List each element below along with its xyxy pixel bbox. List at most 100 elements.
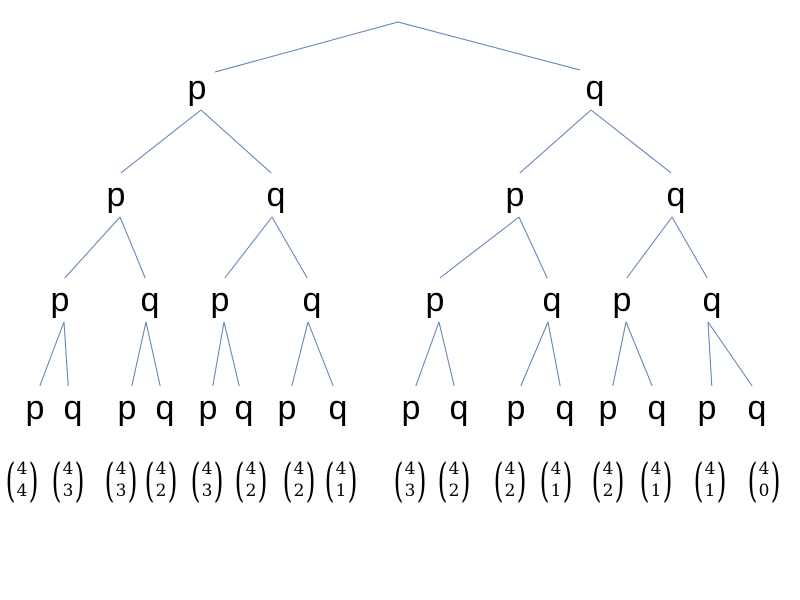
right-paren: ) xyxy=(347,453,358,507)
binomial-k: 1 xyxy=(550,481,562,501)
binomial-k: 1 xyxy=(704,481,716,501)
binomial-n: 4 xyxy=(448,459,460,479)
binomial-n: 4 xyxy=(602,459,614,479)
tree-edge xyxy=(64,216,121,279)
right-paren: ) xyxy=(460,453,471,507)
left-paren: ( xyxy=(51,453,62,507)
left-paren: ( xyxy=(324,453,335,507)
tree-edge xyxy=(212,321,225,387)
binomial-n: 4 xyxy=(16,459,28,479)
tree-node-q: q xyxy=(666,176,686,214)
left-paren: ( xyxy=(104,453,115,507)
tree-edge xyxy=(223,321,240,387)
tree-node-p: p xyxy=(612,281,632,319)
tree-node-p: p xyxy=(117,389,137,427)
right-paren: ) xyxy=(305,453,316,507)
tree-node-p: p xyxy=(506,389,526,427)
binomial-n: 4 xyxy=(62,459,74,479)
tree-node-p: p xyxy=(505,176,525,214)
left-paren: ( xyxy=(693,453,704,507)
right-paren: ) xyxy=(28,453,39,507)
binomial-n: 4 xyxy=(404,459,416,479)
left-paren: ( xyxy=(539,453,550,507)
binomial-n: 4 xyxy=(201,459,213,479)
tree-node-q: q xyxy=(266,176,286,214)
binomial-k: 2 xyxy=(245,481,257,501)
right-paren: ) xyxy=(416,453,427,507)
tree-edge xyxy=(415,321,440,387)
tree-node-p: p xyxy=(425,281,445,319)
tree-edge xyxy=(145,321,161,387)
binomial-k: 3 xyxy=(201,481,213,501)
binomial-n: 4 xyxy=(704,459,716,479)
left-paren: ( xyxy=(437,453,448,507)
tree-edge xyxy=(439,216,520,279)
tree-node-p: p xyxy=(50,281,70,319)
tree-node-p: p xyxy=(210,281,230,319)
tree-node-q: q xyxy=(585,69,605,107)
binomial-k: 1 xyxy=(335,481,347,501)
tree-node-p: p xyxy=(401,389,421,427)
right-paren: ) xyxy=(257,453,268,507)
binomial-k: 3 xyxy=(115,481,127,501)
binomial-k: 1 xyxy=(650,481,662,501)
tree-node-p: p xyxy=(697,389,717,427)
binomial-k: 4 xyxy=(16,481,28,501)
tree-edge xyxy=(120,109,202,174)
tree-edge xyxy=(438,321,455,387)
tree-edge xyxy=(518,216,548,279)
binomial-k: 2 xyxy=(602,481,614,501)
tree-node-q: q xyxy=(234,389,254,427)
binomial-n: 4 xyxy=(245,459,257,479)
binomial-k: 2 xyxy=(155,481,167,501)
left-paren: ( xyxy=(282,453,293,507)
tree-edge xyxy=(547,321,561,387)
right-paren: ) xyxy=(213,453,224,507)
binomial-n: 4 xyxy=(293,459,305,479)
right-paren: ) xyxy=(167,453,178,507)
tree-node-p: p xyxy=(106,176,126,214)
left-paren: ( xyxy=(144,453,155,507)
tree-edge xyxy=(519,109,592,174)
tree-edge xyxy=(224,216,273,279)
tree-node-q: q xyxy=(328,389,348,427)
tree-node-p: p xyxy=(598,389,618,427)
binomial-n: 4 xyxy=(758,459,770,479)
tree-edge xyxy=(707,321,753,387)
left-paren: ( xyxy=(493,453,504,507)
left-paren: ( xyxy=(747,453,758,507)
binomial-n: 4 xyxy=(155,459,167,479)
tree-edge xyxy=(590,109,672,174)
right-paren: ) xyxy=(127,453,138,507)
right-paren: ) xyxy=(716,453,727,507)
binomial-n: 4 xyxy=(550,459,562,479)
binomial-k: 2 xyxy=(293,481,305,501)
binomial-n: 4 xyxy=(335,459,347,479)
binomial-n: 4 xyxy=(650,459,662,479)
tree-node-q: q xyxy=(155,389,175,427)
binomial-k: 3 xyxy=(62,481,74,501)
left-paren: ( xyxy=(5,453,16,507)
tree-node-q: q xyxy=(449,389,469,427)
tree-edge xyxy=(671,216,708,279)
tree-edge xyxy=(520,321,549,387)
tree-node-q: q xyxy=(140,281,160,319)
tree-node-q: q xyxy=(63,389,83,427)
tree-node-p: p xyxy=(187,69,207,107)
tree-node-p: p xyxy=(277,389,297,427)
